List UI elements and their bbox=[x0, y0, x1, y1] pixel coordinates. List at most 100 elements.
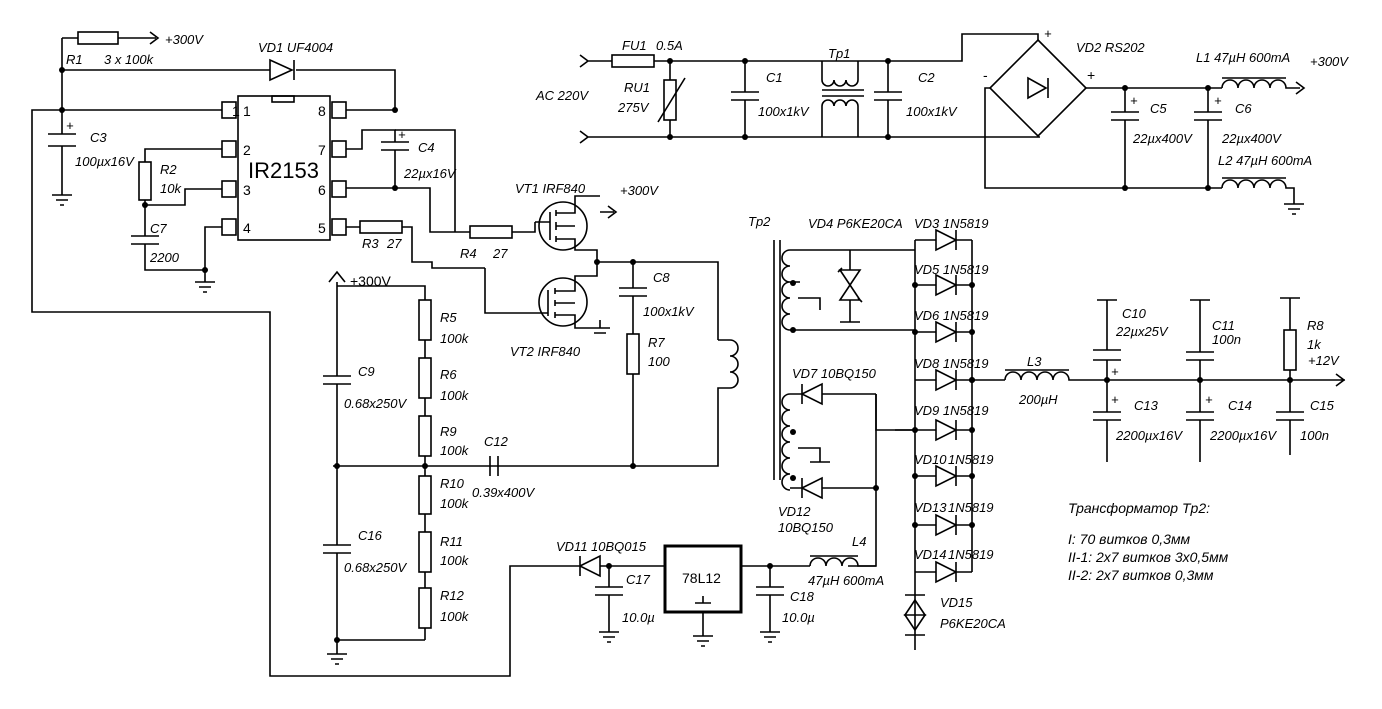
svg-text:+300V: +300V bbox=[620, 183, 659, 198]
pin-4: 4 bbox=[243, 220, 251, 236]
inductor-l4 bbox=[809, 555, 876, 567]
diode-vd11 bbox=[578, 554, 665, 643]
arrow-icon bbox=[148, 31, 160, 45]
supply-label: +300V bbox=[165, 32, 204, 47]
svg-text:+: + bbox=[1111, 364, 1119, 379]
capacitor-c3 bbox=[48, 109, 225, 206]
svg-text:R12: R12 bbox=[440, 588, 465, 603]
svg-text:VD7 10BQ150: VD7 10BQ150 bbox=[792, 366, 877, 381]
fuse-fu1 bbox=[611, 54, 655, 68]
transformer-notes: Трансформатор Tp2: I: 70 витков 0,3мм II… bbox=[1068, 500, 1229, 583]
notes-line-1: I: 70 витков 0,3мм bbox=[1068, 531, 1191, 547]
svg-text:C16: C16 bbox=[358, 528, 383, 543]
r1-value: 3 x 100k bbox=[104, 52, 155, 67]
svg-text:R3: R3 bbox=[362, 236, 379, 251]
svg-text:+: + bbox=[1044, 26, 1052, 41]
svg-text:10BQ015: 10BQ015 bbox=[591, 539, 647, 554]
svg-text:VD15: VD15 bbox=[940, 595, 973, 610]
svg-text:275V: 275V bbox=[617, 100, 650, 115]
svg-text:VD6 1N5819: VD6 1N5819 bbox=[914, 308, 988, 323]
svg-text:27: 27 bbox=[492, 246, 508, 261]
ic-name: IR2153 bbox=[248, 158, 319, 183]
svg-text:100k: 100k bbox=[440, 331, 470, 346]
svg-text:VD4 P6KE20CA: VD4 P6KE20CA bbox=[808, 216, 903, 231]
svg-text:22µx16V: 22µx16V bbox=[403, 166, 457, 181]
svg-text:VD12: VD12 bbox=[778, 504, 811, 519]
c3-value: 100µx16V bbox=[75, 154, 135, 169]
pin-3: 3 bbox=[243, 182, 251, 198]
svg-text:10BQ150: 10BQ150 bbox=[778, 520, 834, 535]
svg-text:C4: C4 bbox=[418, 140, 435, 155]
diode-vd7 bbox=[800, 382, 823, 406]
svg-text:C1: C1 bbox=[766, 70, 783, 85]
resistor-r5 bbox=[418, 299, 432, 341]
diode-vd1 bbox=[269, 58, 295, 82]
svg-text:100n: 100n bbox=[1300, 428, 1329, 443]
svg-text:C11: C11 bbox=[1212, 318, 1235, 333]
svg-text:C18: C18 bbox=[790, 589, 815, 604]
svg-text:100k: 100k bbox=[440, 388, 470, 403]
svg-text:+: + bbox=[398, 127, 406, 142]
svg-text:L2 47µH 600mA: L2 47µH 600mA bbox=[1218, 153, 1312, 168]
svg-text:0.5A: 0.5A bbox=[656, 38, 683, 53]
svg-text:C17: C17 bbox=[626, 572, 651, 587]
svg-text:22µx400V: 22µx400V bbox=[1132, 131, 1193, 146]
svg-text:10.0µ: 10.0µ bbox=[622, 610, 655, 625]
resistor-r12 bbox=[418, 587, 432, 629]
tp2-core bbox=[773, 240, 781, 480]
svg-text:C12: C12 bbox=[484, 434, 509, 449]
svg-text:VD13: VD13 bbox=[914, 500, 947, 515]
mosfet-vt1 bbox=[535, 195, 618, 262]
svg-text:+: + bbox=[1205, 392, 1213, 407]
mosfet-vt2 bbox=[484, 262, 610, 334]
svg-text:+: + bbox=[66, 118, 74, 133]
svg-text:2200µx16V: 2200µx16V bbox=[1115, 428, 1183, 443]
svg-text:-: - bbox=[983, 67, 988, 83]
svg-text:VT1 IRF840: VT1 IRF840 bbox=[515, 181, 586, 196]
tvs-vd4 bbox=[837, 250, 863, 323]
svg-text:22µx25V: 22µx25V bbox=[1115, 324, 1169, 339]
driver-section: +300V R1 3 x 100k VD1 UF4004 + C3 100µx1… bbox=[31, 31, 815, 677]
svg-text:FU1: FU1 bbox=[622, 38, 647, 53]
svg-text:R8: R8 bbox=[1307, 318, 1324, 333]
inductor-l3 bbox=[972, 369, 1346, 387]
svg-text:0.39x400V: 0.39x400V bbox=[472, 485, 535, 500]
svg-text:C5: C5 bbox=[1150, 101, 1167, 116]
svg-text:C14: C14 bbox=[1228, 398, 1252, 413]
resistor-r8 bbox=[1283, 329, 1297, 371]
svg-text:R6: R6 bbox=[440, 367, 457, 382]
pin-8: 8 bbox=[318, 103, 326, 119]
svg-text:100n: 100n bbox=[1212, 332, 1241, 347]
tp2-primary bbox=[333, 339, 739, 467]
r1-label: R1 bbox=[66, 52, 83, 67]
bridge-vd2 bbox=[988, 38, 1088, 138]
svg-text:R11: R11 bbox=[440, 534, 463, 549]
svg-text:200µH: 200µH bbox=[1018, 392, 1058, 407]
svg-text:L4: L4 bbox=[852, 534, 866, 549]
svg-text:C13: C13 bbox=[1134, 398, 1159, 413]
svg-text:VD5 1N5819: VD5 1N5819 bbox=[914, 262, 988, 277]
svg-text:+: + bbox=[1130, 93, 1138, 108]
resistor-r3 bbox=[359, 220, 403, 234]
svg-text:VD10: VD10 bbox=[914, 452, 947, 467]
svg-text:100: 100 bbox=[648, 354, 670, 369]
svg-text:VT2 IRF840: VT2 IRF840 bbox=[510, 344, 581, 359]
svg-text:10k: 10k bbox=[160, 181, 182, 196]
svg-text:R9: R9 bbox=[440, 424, 457, 439]
svg-text:1k: 1k bbox=[1307, 337, 1322, 352]
resistor-r11 bbox=[418, 531, 432, 573]
resistor-r6 bbox=[418, 357, 432, 399]
svg-text:VD9 1N5819: VD9 1N5819 bbox=[914, 403, 988, 418]
svg-text:100x1kV: 100x1kV bbox=[758, 104, 810, 119]
capacitor-c12 bbox=[489, 456, 499, 476]
svg-text:L1 47µH 600mA: L1 47µH 600mA bbox=[1196, 50, 1290, 65]
resistor-r2 bbox=[138, 161, 152, 201]
svg-text:Tp2: Tp2 bbox=[748, 214, 771, 229]
svg-text:1N5819: 1N5819 bbox=[948, 547, 994, 562]
svg-text:1: 1 bbox=[232, 103, 240, 119]
svg-text:C7: C7 bbox=[150, 221, 167, 236]
svg-text:VD14: VD14 bbox=[914, 547, 947, 562]
svg-text:C8: C8 bbox=[653, 270, 670, 285]
resistor-r1 bbox=[77, 31, 119, 45]
svg-text:P6KE20CA: P6KE20CA bbox=[940, 616, 1006, 631]
